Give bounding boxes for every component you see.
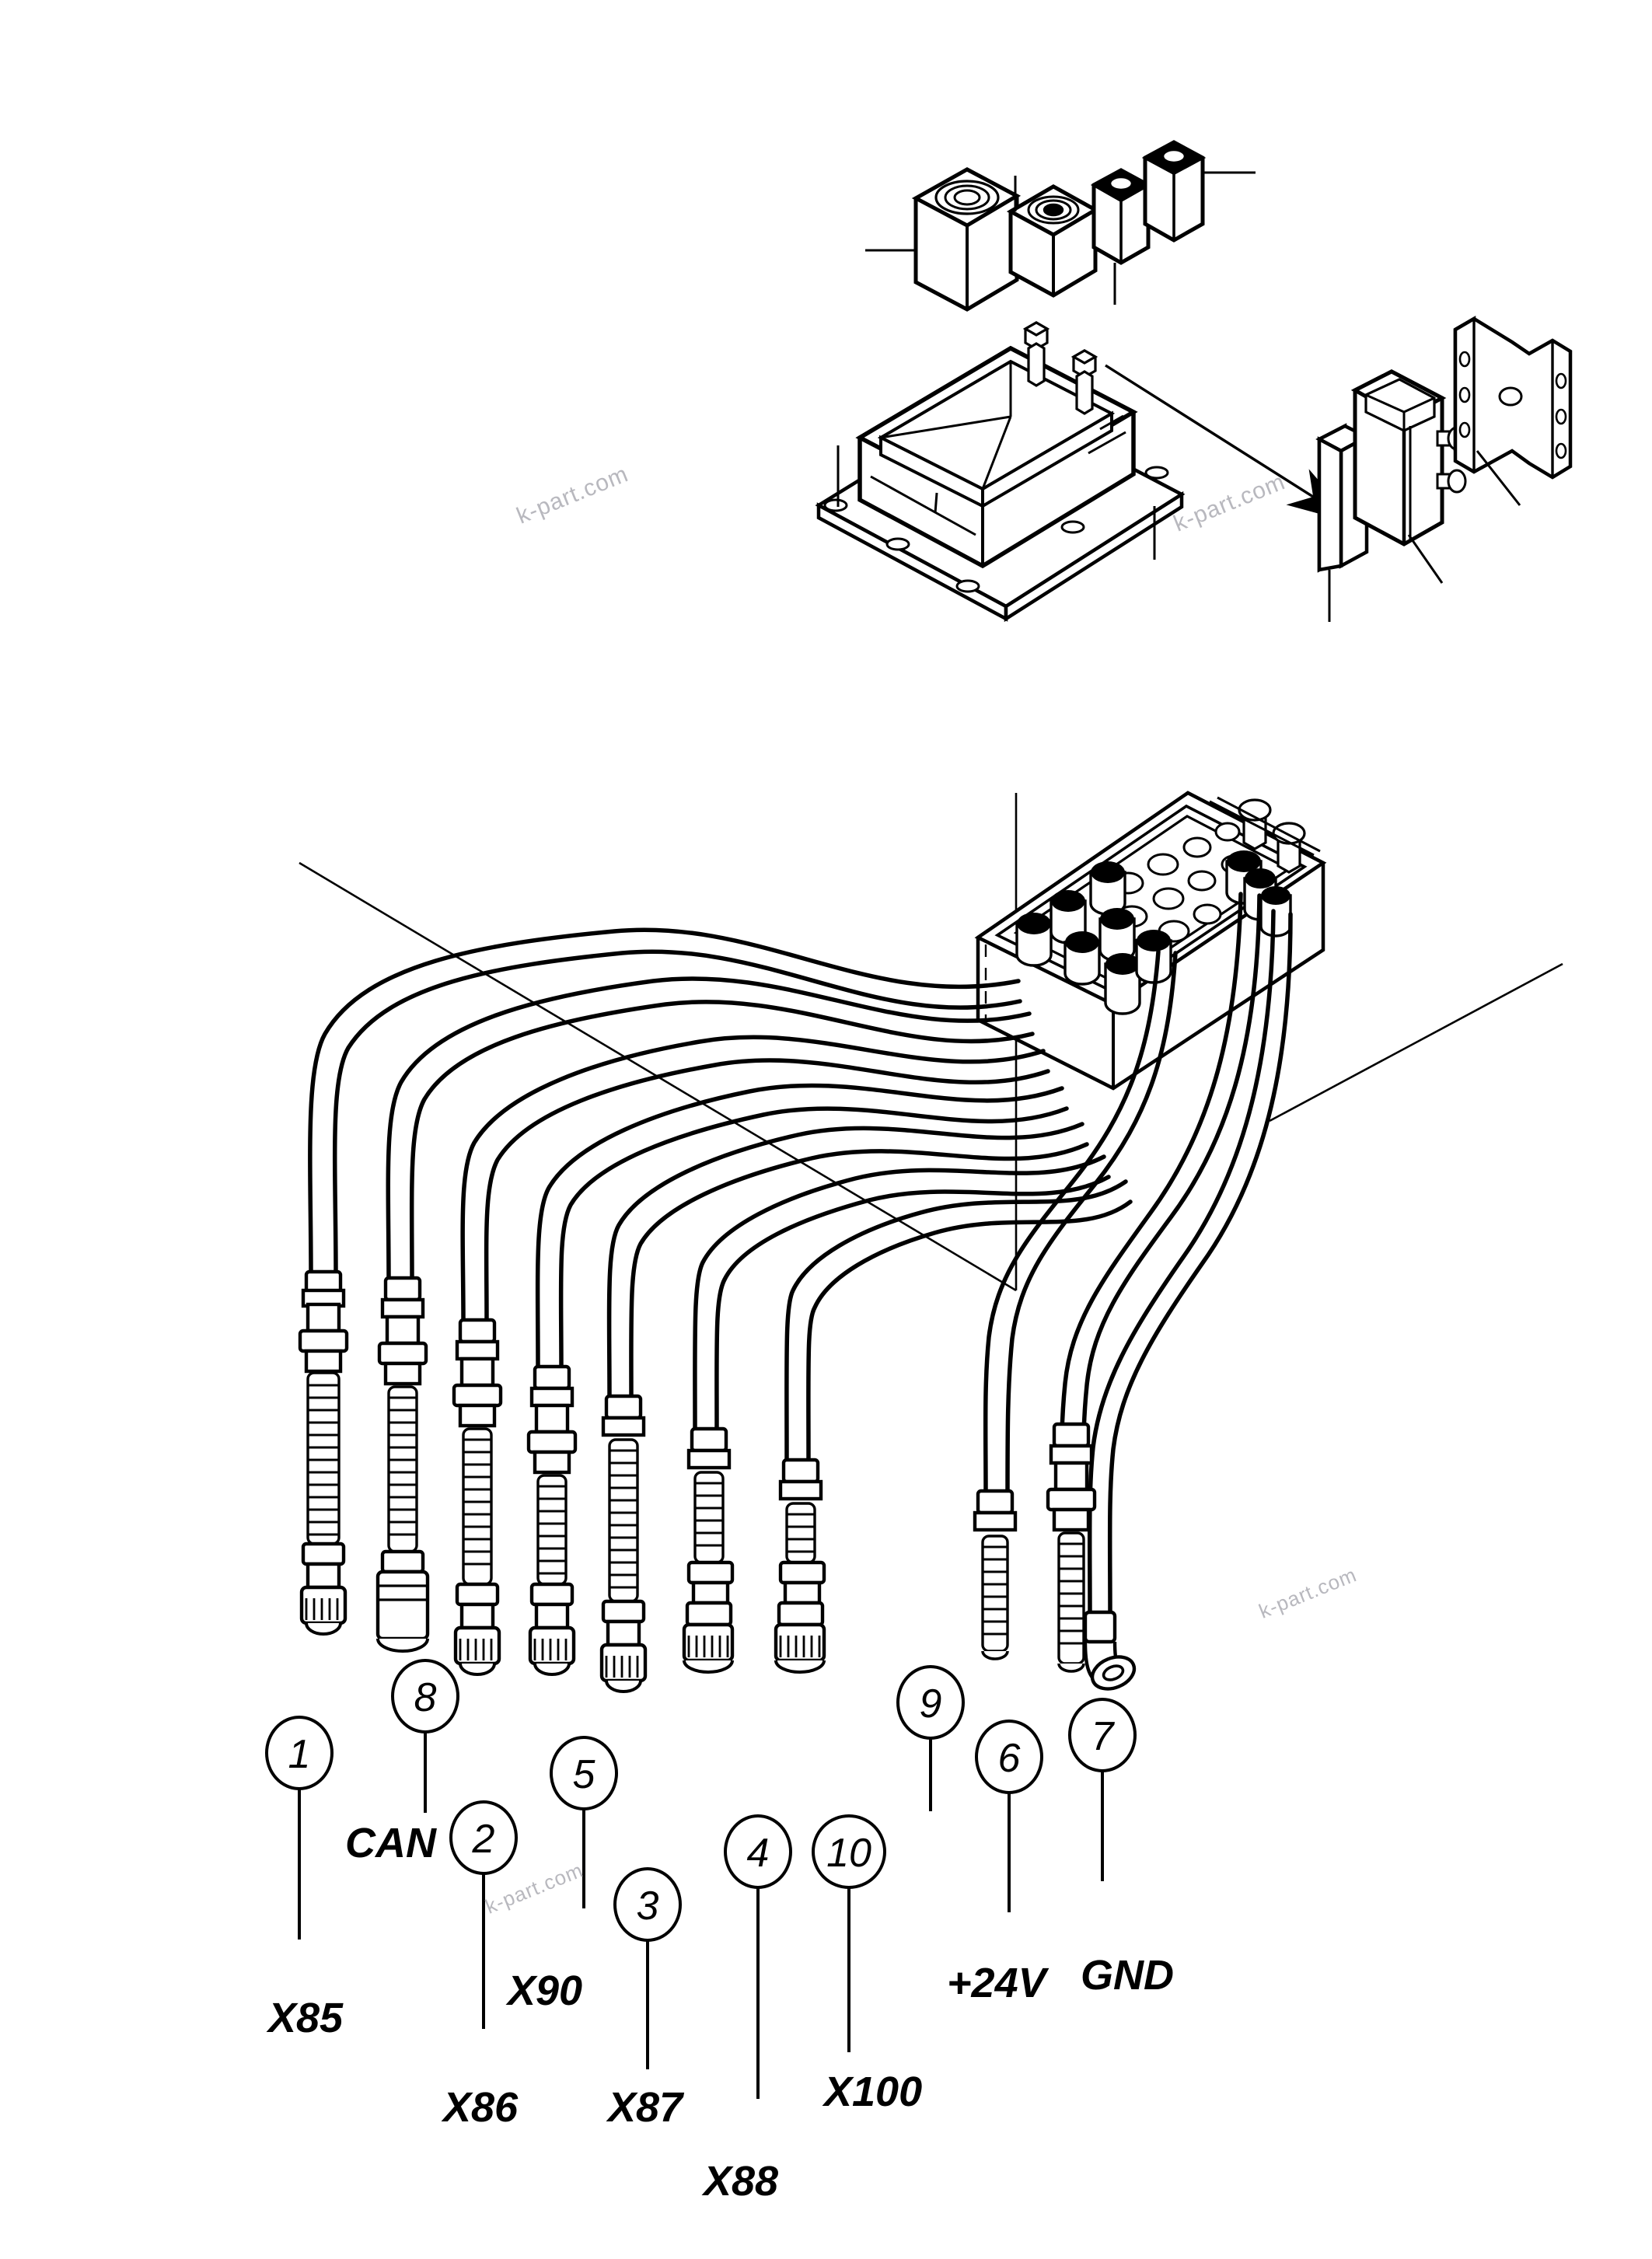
balloon-4[interactable]: 4: [724, 1814, 792, 2099]
connector-label-x87: X87: [608, 2084, 683, 2131]
balloon-callouts: 1 8 2 5 3 4 10 9 6 7: [265, 1659, 1137, 2099]
connector-label-gnd: GND: [1081, 1952, 1174, 1999]
balloon-1[interactable]: 1: [265, 1716, 334, 1940]
balloon-2[interactable]: 2: [449, 1800, 518, 2029]
connector-label-x88: X88: [704, 2158, 779, 2205]
balloon-number-4: 4: [747, 1831, 770, 1876]
balloon-number-10: 10: [826, 1831, 871, 1876]
connector-label-x100: X100: [824, 2069, 923, 2115]
balloon-10[interactable]: 10: [812, 1814, 886, 2052]
balloon-circle-3[interactable]: [613, 1867, 682, 1942]
balloon-number-7: 7: [1091, 1714, 1116, 1759]
junction-box-housing: [815, 321, 1186, 623]
connector-label--24v: +24V: [947, 1960, 1046, 2006]
balloon-circle-7[interactable]: [1068, 1698, 1137, 1772]
balloon-9[interactable]: 9: [896, 1665, 965, 1811]
terminal-bolt-left: [1238, 798, 1272, 850]
connector-label-x86: X86: [443, 2084, 519, 2131]
balloon-number-1: 1: [288, 1732, 311, 1777]
balloon-circle-6[interactable]: [975, 1720, 1043, 1794]
multi-pin-connector-block: [974, 791, 1327, 1091]
plugged-pins: [1015, 850, 1292, 1015]
grommet-large: [865, 167, 1022, 312]
balloon-number-9: 9: [920, 1681, 942, 1727]
cable-end-connectors: [298, 1269, 1137, 1693]
balloon-3[interactable]: 3: [613, 1867, 682, 2069]
balloon-8[interactable]: 8: [391, 1659, 459, 1813]
balloon-circle-2[interactable]: [449, 1800, 518, 1875]
assembly-direction-arrow: [1105, 364, 1356, 524]
balloon-circle-5[interactable]: [550, 1736, 618, 1810]
balloon-number-2: 2: [472, 1817, 495, 1862]
balloon-circle-4[interactable]: [724, 1814, 792, 1889]
connector-label-x90: X90: [508, 1967, 583, 2014]
balloon-number-6: 6: [998, 1736, 1021, 1781]
balloon-circle-9[interactable]: [896, 1665, 965, 1740]
connector-label-x85: X85: [268, 1995, 344, 2041]
relay-bracket-body: [1350, 369, 1467, 584]
balloon-circle-10[interactable]: [812, 1814, 886, 1889]
balloon-circle-1[interactable]: [265, 1716, 334, 1790]
cable-harness: [308, 892, 1293, 1621]
balloon-number-3: 3: [637, 1884, 659, 1929]
plug-tall: [1141, 140, 1256, 243]
balloon-5[interactable]: 5: [550, 1736, 618, 1908]
plug-small: [1090, 168, 1152, 305]
ring-terminal-gnd: [1083, 1610, 1137, 1691]
balloon-number-8: 8: [414, 1675, 437, 1720]
balloon-6[interactable]: 6: [975, 1720, 1043, 1912]
grommet-medium: [1006, 176, 1100, 298]
connector-label-can: CAN: [345, 1820, 436, 1866]
balloon-number-5: 5: [573, 1752, 596, 1797]
mounting-bracket: [1453, 316, 1573, 506]
balloon-circle-8[interactable]: [391, 1659, 459, 1734]
balloon-7[interactable]: 7: [1068, 1698, 1137, 1881]
